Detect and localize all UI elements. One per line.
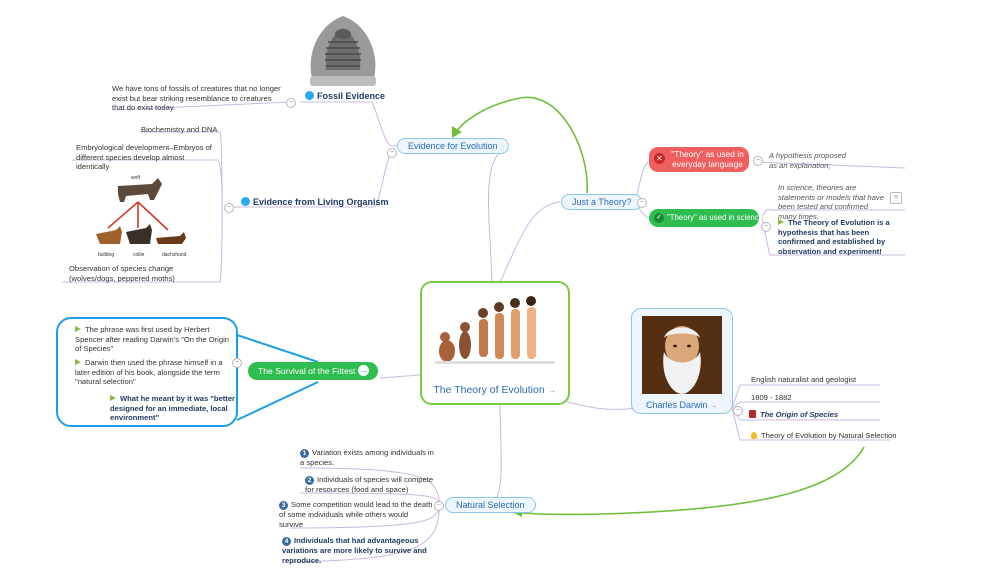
trilobite-fossil-image (310, 16, 376, 86)
blue-dot-icon (241, 197, 250, 206)
central-topic-title: The Theory of Evolution (433, 384, 545, 396)
minus-collapse-icon[interactable]: − (387, 148, 397, 158)
survival-item-3: What he meant by it was "better designed… (110, 394, 240, 423)
natural-selection-topic[interactable]: Natural Selection (445, 497, 536, 513)
note-icon[interactable]: ≡ (890, 192, 902, 204)
minus-collapse-icon[interactable]: − (232, 358, 242, 368)
book-icon (749, 410, 756, 418)
survival-item-2-text: Darwin then used the phrase himself in a… (75, 358, 223, 387)
darwin-item-4: Theory of Evolution by Natural Selection (751, 431, 897, 441)
number-icon: 1 (300, 449, 309, 458)
minus-collapse-icon[interactable]: − (286, 98, 296, 108)
number-icon: 3 (279, 501, 288, 510)
biochemistry-text: Biochemistry and DNA (141, 125, 218, 134)
blue-dot-icon (305, 91, 314, 100)
green-arrow-icon (110, 395, 116, 401)
everyday-theory-topic[interactable]: ✕ "Theory" as used in everyday language (649, 147, 749, 172)
central-topic[interactable]: The Theory of Evolution → (420, 281, 570, 405)
living-organism-label: Evidence from Living Organism (253, 197, 389, 207)
survival-item-1-text: The phrase was first used by Herbert Spe… (75, 325, 229, 354)
science-theory-point: The Theory of Evolution is a hypothesis … (778, 218, 896, 256)
green-arrow-icon (75, 359, 81, 365)
fossil-evidence-label: Fossil Evidence (317, 91, 386, 101)
natural-item-3-text: Some competition would lead to the death… (279, 500, 433, 529)
minus-collapse-icon[interactable]: − (733, 406, 743, 416)
survival-item-2: Darwin then used the phrase himself in a… (75, 358, 235, 387)
natural-item-4-text: Individuals that had advantageous variat… (282, 536, 427, 565)
science-theory-point-text: The Theory of Evolution is a hypothesis … (778, 218, 890, 256)
number-icon: 4 (282, 537, 291, 546)
dachshund-label: dachshund (162, 252, 187, 258)
arrow-circle-icon[interactable]: → (358, 365, 369, 376)
bulldog-label: bulldog (98, 252, 115, 258)
green-arrow-icon (75, 326, 81, 332)
darwin-item-4-text: Theory of Evolution by Natural Selection (761, 431, 897, 440)
minus-collapse-icon[interactable]: − (637, 198, 647, 208)
cross-icon: ✕ (654, 153, 665, 164)
science-theory-note: In science, theories are statements or m… (778, 183, 884, 221)
natural-item-1-text: Variation exists among individuals in a … (300, 448, 434, 467)
embryology-text: Embryological development–Embryos of dif… (76, 143, 212, 172)
darwin-item-3-text: The Origin of Species (760, 410, 839, 419)
darwin-item-3: The Origin of Species (749, 410, 838, 420)
survival-item-3-text: What he meant by it was "better designed… (110, 394, 235, 423)
check-icon: ✓ (654, 213, 664, 223)
arrow-icon[interactable]: → (710, 401, 719, 410)
minus-collapse-icon[interactable]: − (761, 222, 771, 232)
species-change-text: Observation of species change (wolves/do… (69, 264, 175, 283)
natural-item-2-text: Individuals of species will compete for … (305, 475, 434, 494)
number-icon: 2 (305, 476, 314, 485)
lightbulb-icon (751, 432, 757, 439)
everyday-theory-label: "Theory" as used in everyday language (671, 149, 744, 169)
science-theory-topic[interactable]: ✓ "Theory" as used in science (649, 209, 763, 227)
survival-item-1: The phrase was first used by Herbert Spe… (75, 325, 235, 354)
wolf-dog-image: wolf bulldog collie dachshund (92, 172, 188, 260)
minus-collapse-icon[interactable]: − (224, 203, 234, 213)
wolf-label: wolf (131, 175, 140, 181)
survival-of-fittest-topic[interactable]: The Survival of the Fittest → (248, 362, 378, 380)
collie-label: collie (133, 252, 145, 258)
survival-of-fittest-label: The Survival of the Fittest (258, 366, 356, 376)
hypothesis-note: A hypothesis proposed as an explanation; (769, 151, 846, 170)
fossil-evidence-topic[interactable]: Fossil Evidence (305, 91, 385, 101)
minus-collapse-icon[interactable]: − (434, 501, 444, 511)
science-theory-label: "Theory" as used in science (667, 213, 764, 222)
fossil-evidence-text: We have tons of fossils of creatures tha… (112, 84, 281, 113)
charles-darwin-topic[interactable]: Charles Darwin → (631, 308, 733, 414)
green-arrow-icon (778, 219, 784, 225)
charles-darwin-label: Charles Darwin (645, 400, 708, 410)
just-a-theory-topic[interactable]: Just a Theory? (561, 194, 643, 210)
minus-collapse-icon[interactable]: − (753, 156, 763, 166)
darwin-portrait (642, 316, 722, 394)
darwin-item-2: 1809 - 1882 (751, 393, 792, 402)
darwin-item-1: English naturalist and geologist (751, 375, 857, 384)
evolution-illustration (435, 296, 555, 364)
evidence-for-evolution-topic[interactable]: Evidence for Evolution (397, 138, 509, 154)
arrow-icon[interactable]: → (547, 385, 557, 395)
living-organism-topic[interactable]: Evidence from Living Organism (241, 197, 389, 207)
